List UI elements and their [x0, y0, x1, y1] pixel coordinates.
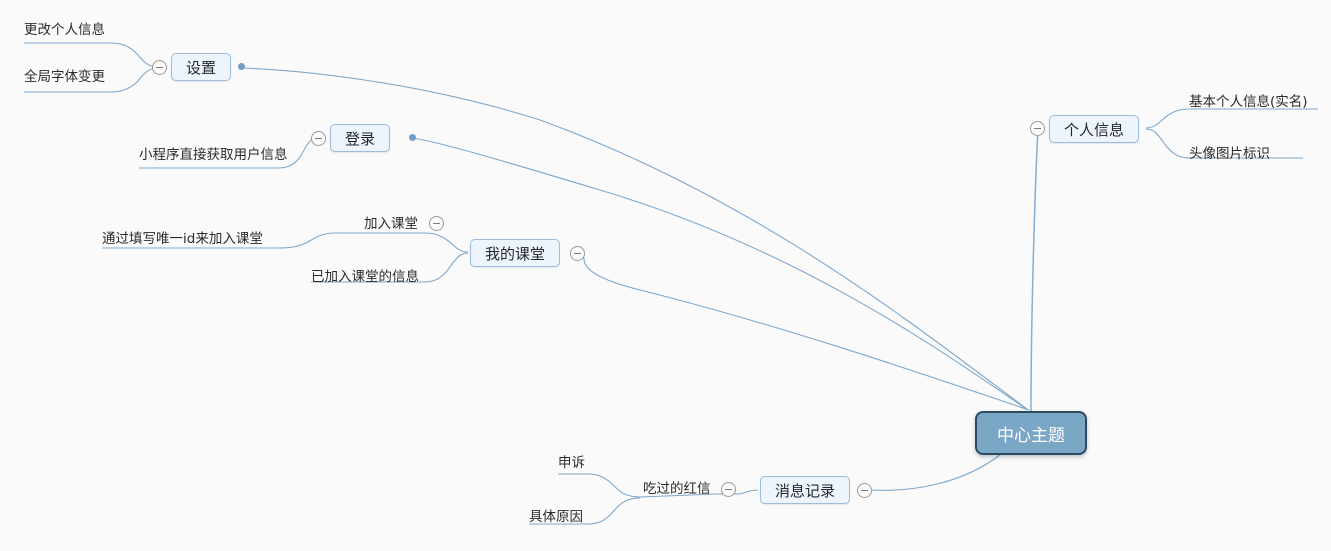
edge-root-personal-info: [1030, 127, 1039, 412]
root-node-label: 中心主题: [997, 425, 1065, 446]
leaf-avatar-image-label: 头像图片标识: [1189, 146, 1270, 162]
leaf-basic-realname[interactable]: 基本个人信息(实名): [1189, 93, 1308, 114]
node-login-label: 登录: [345, 129, 376, 148]
leaf-basic-realname-label: 基本个人信息(实名): [1189, 94, 1308, 110]
node-message-log-label: 消息记录: [775, 481, 836, 500]
node-my-classroom-label: 我的课堂: [485, 244, 546, 263]
edge-redletter-appeal: [558, 473, 641, 498]
leaf-appeal-label: 申诉: [558, 455, 585, 471]
leaf-change-profile[interactable]: 更改个人信息: [24, 21, 105, 42]
node-personal-info[interactable]: 个人信息: [1049, 115, 1140, 143]
node-personal-info-label: 个人信息: [1064, 120, 1125, 139]
leaf-joined-info[interactable]: 已加入课堂的信息: [311, 268, 419, 289]
node-join-classroom-label: 加入课堂: [364, 216, 418, 232]
leaf-miniapp-userinfo-label: 小程序直接获取用户信息: [139, 147, 288, 163]
edge-root-message-log: [870, 454, 1001, 491]
node-message-log[interactable]: 消息记录: [760, 476, 851, 504]
edge-root-settings: [240, 67, 1028, 410]
node-my-classroom[interactable]: 我的课堂: [470, 239, 561, 267]
collapse-toggle-login[interactable]: [311, 131, 326, 146]
leaf-reason-label: 具体原因: [529, 509, 583, 525]
node-red-letter-label: 吃过的红信: [643, 481, 711, 497]
node-settings[interactable]: 设置: [171, 53, 232, 81]
collapse-toggle-my-classroom[interactable]: [570, 246, 585, 261]
collapse-toggle-settings[interactable]: [152, 60, 167, 75]
collapse-toggle-personal-info[interactable]: [1030, 121, 1045, 136]
leaf-join-by-id[interactable]: 通过填写唯一id来加入课堂: [102, 230, 263, 251]
leaf-reason[interactable]: 具体原因: [529, 508, 583, 529]
leaf-global-font-label: 全局字体变更: [24, 69, 105, 85]
leaf-global-font[interactable]: 全局字体变更: [24, 68, 105, 89]
leaf-joined-info-label: 已加入课堂的信息: [311, 269, 419, 285]
edge-root-login: [411, 137, 1029, 411]
node-join-classroom[interactable]: 加入课堂: [364, 215, 418, 233]
collapse-toggle-join-classroom[interactable]: [429, 216, 444, 231]
leaf-join-by-id-label: 通过填写唯一id来加入课堂: [102, 231, 263, 247]
node-settings-label: 设置: [186, 58, 217, 77]
collapse-toggle-message-log[interactable]: [857, 483, 872, 498]
node-red-letter[interactable]: 吃过的红信: [643, 480, 711, 498]
leaf-change-profile-label: 更改个人信息: [24, 22, 105, 38]
leaf-appeal[interactable]: 申诉: [558, 454, 585, 475]
leaf-avatar-image[interactable]: 头像图片标识: [1189, 145, 1270, 166]
connector-dot-login: [409, 134, 416, 141]
connector-dot-settings: [238, 63, 245, 70]
leaf-miniapp-userinfo[interactable]: 小程序直接获取用户信息: [139, 146, 288, 167]
edge-classroom-join: [335, 232, 469, 253]
root-node[interactable]: 中心主题: [975, 411, 1087, 455]
node-login[interactable]: 登录: [330, 124, 391, 152]
edge-root-my-classroom: [577, 251, 1030, 411]
edge-settings-change-profile: [24, 42, 160, 68]
collapse-toggle-red-letter[interactable]: [721, 482, 736, 497]
